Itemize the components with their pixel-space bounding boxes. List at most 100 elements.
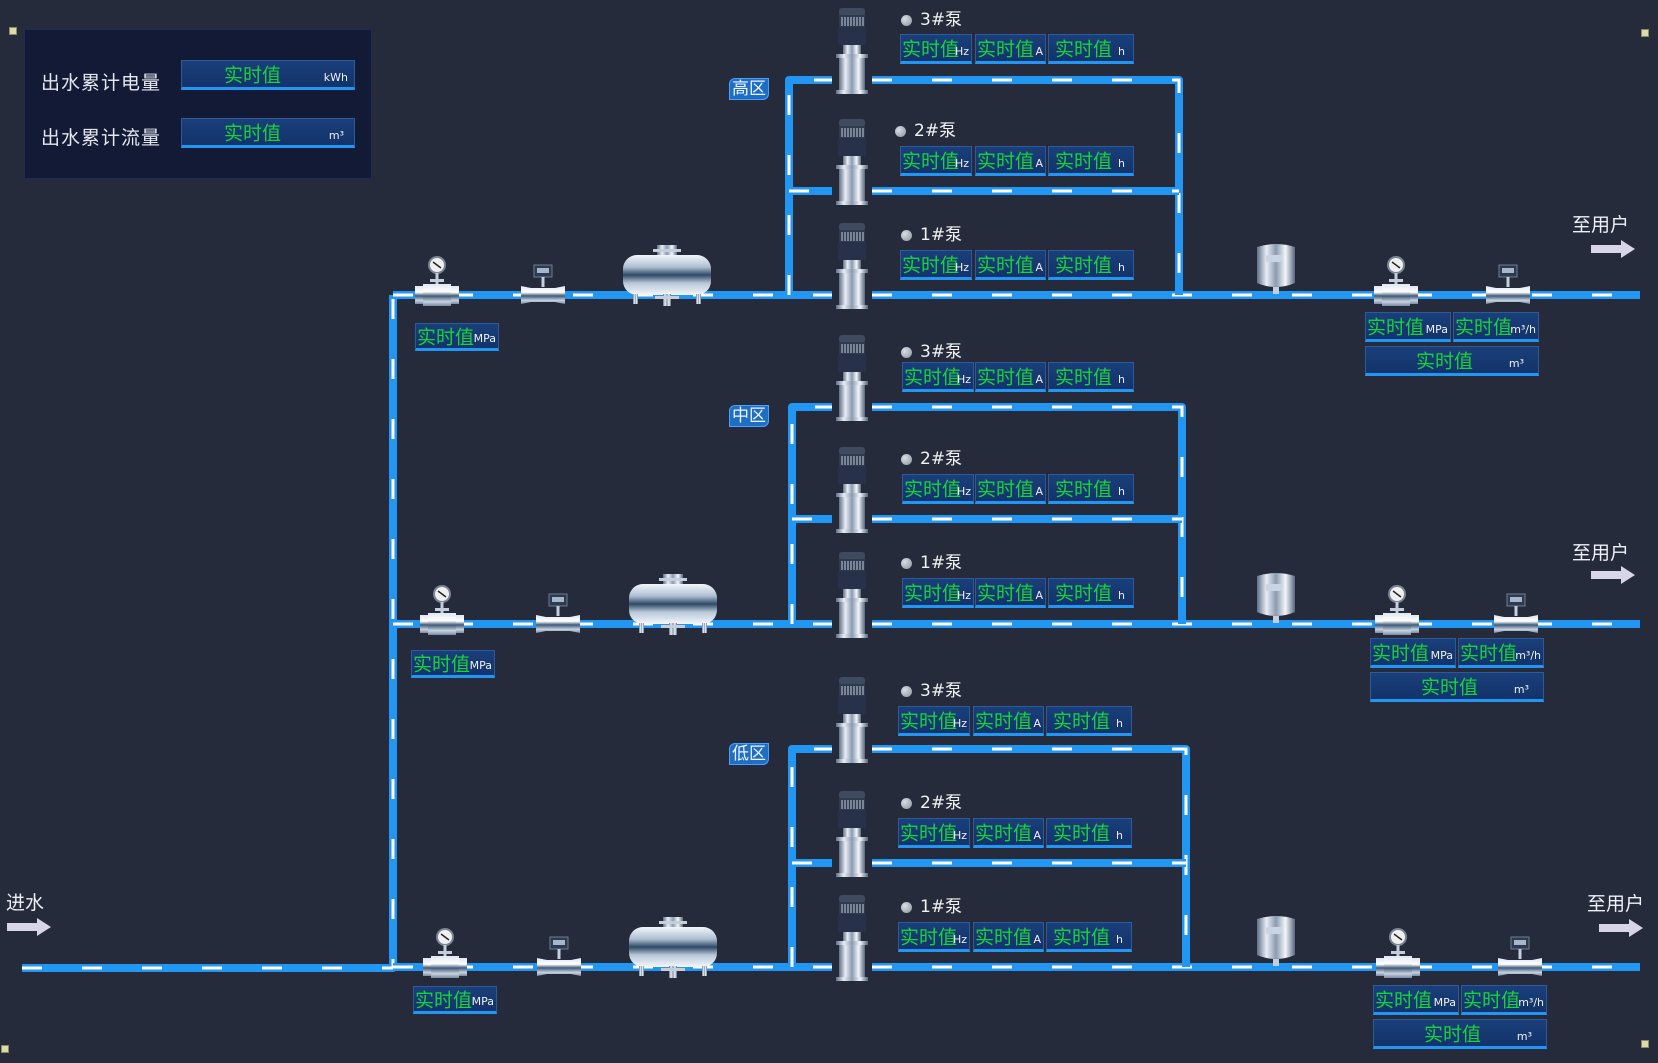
unit-text: MPa (1425, 323, 1448, 336)
unit-text: MPa (1430, 649, 1453, 662)
corner-handle[interactable] (1, 1045, 9, 1053)
value-text: 实时值 (1460, 642, 1518, 665)
unit-text: Hz (956, 373, 971, 386)
value-text: 实时值 (902, 150, 960, 173)
value-text: 实时值 (900, 710, 958, 733)
unit-text: Hz (954, 45, 969, 58)
value-text: 实时值 (224, 122, 282, 145)
outlet-flow-readout: 实时值 m³/h (1453, 312, 1539, 342)
value-text: 实时值 (975, 710, 1033, 733)
pump-frequency-readout: 实时值 Hz (898, 706, 970, 736)
zone-left-manifold (788, 745, 832, 967)
outlet-total-readout: 实时值 m³ (1373, 1019, 1547, 1049)
pump-status-indicator (895, 125, 906, 137)
inlet-pressure-readout: 实时值 MPa (413, 986, 497, 1014)
pump-2-icon (835, 790, 869, 878)
value-text: 实时值 (1055, 254, 1113, 277)
pump-frequency-readout: 实时值 Hz (898, 818, 970, 848)
value-text: 实时值 (1053, 926, 1111, 949)
outlet-flow-readout: 实时值 m³/h (1461, 985, 1547, 1015)
pump-label: 1#泵 (901, 892, 962, 917)
value-text: 实时值 (1424, 1023, 1482, 1046)
pressure-tank-icon (1257, 244, 1295, 294)
zone-right-manifold-flow (872, 405, 1184, 624)
value-text: 实时值 (904, 582, 962, 605)
outlet-arrow-icon (1591, 566, 1635, 584)
inlet-pressure-gauge-icon (422, 928, 468, 979)
pump-3-icon (835, 334, 869, 422)
value-text: 实时值 (1372, 642, 1430, 665)
value-text: 实时值 (1416, 350, 1474, 373)
value-text: 实时值 (1055, 150, 1113, 173)
outlet-pressure-readout: 实时值 MPa (1365, 312, 1451, 342)
summary-panel: 出水累计电量 实时值 kWh 出水累计流量 实时值 m³ (24, 29, 372, 179)
unit-text: MPa (1433, 996, 1456, 1009)
inlet-flow-meter-icon (535, 593, 581, 634)
pump-runtime-readout: 实时值 h (1048, 250, 1134, 280)
outlet-flow-readout: 实时值 m³/h (1458, 638, 1544, 668)
pump-current-readout: 实时值 A (975, 362, 1046, 392)
outlet-flow-meter-icon (1485, 264, 1531, 305)
pump-status-indicator (901, 229, 912, 241)
to-user-label: 至用户 (1572, 542, 1630, 564)
pump-status-indicator (901, 557, 912, 569)
inlet-pressure-readout: 实时值 MPa (411, 650, 495, 678)
pump-1-icon (835, 894, 869, 982)
unit-text: MPa (473, 332, 496, 345)
pump-current-readout: 实时值 A (975, 146, 1046, 176)
unit-text: A (1035, 589, 1043, 602)
unit-text: m³ (1508, 357, 1524, 370)
value-text: 实时值 (1463, 989, 1521, 1012)
pump-1-icon (835, 551, 869, 639)
value-text: 实时值 (977, 366, 1035, 389)
pump-runtime-readout: 实时值 h (1046, 922, 1132, 952)
corner-handle[interactable] (9, 27, 17, 35)
pump-label: 2#泵 (901, 444, 962, 469)
unit-text: h (1116, 717, 1123, 730)
pump-name: 1#泵 (920, 553, 963, 573)
outlet-pressure-readout: 实时值 MPa (1370, 638, 1456, 668)
outlet-total-readout: 实时值 m³ (1370, 672, 1544, 702)
value-text: 实时值 (1053, 822, 1111, 845)
unit-text: A (1033, 933, 1041, 946)
pump-current-readout: 实时值 A (975, 474, 1046, 504)
inlet-pressure-gauge-icon (419, 585, 465, 636)
pump-name: 3#泵 (920, 342, 963, 362)
corner-handle[interactable] (1641, 29, 1649, 37)
pump-label: 1#泵 (901, 220, 962, 245)
unit-text: Hz (952, 829, 967, 842)
value-text: 实时值 (977, 150, 1035, 173)
unit-text: m³ (1513, 683, 1529, 696)
pump-current-readout: 实时值 A (973, 818, 1044, 848)
pump-name: 3#泵 (920, 681, 963, 701)
inlet-arrow-icon (7, 918, 51, 936)
value-text: 实时值 (904, 366, 962, 389)
inlet-flow-meter-icon (536, 936, 582, 977)
value-text: 实时值 (417, 326, 475, 349)
inlet-pressure-gauge-icon (414, 256, 460, 307)
pump-3-icon (835, 7, 869, 95)
unit-text: Hz (952, 717, 967, 730)
pump-name: 3#泵 (920, 10, 963, 30)
pump-runtime-readout: 实时值 h (1048, 146, 1134, 176)
zone-tag: 高区 (729, 78, 769, 100)
pump-label: 3#泵 (901, 5, 962, 30)
unit-text: h (1116, 829, 1123, 842)
unit-text: MPa (471, 995, 494, 1008)
pump-status-indicator (901, 453, 912, 465)
pump-frequency-readout: 实时值 Hz (900, 146, 972, 176)
unit-text: A (1035, 485, 1043, 498)
pump-status-indicator (901, 685, 912, 697)
value-text: 实时值 (900, 822, 958, 845)
pump-status-indicator (901, 346, 912, 358)
pump-name: 2#泵 (920, 793, 963, 813)
pump-name: 1#泵 (920, 225, 963, 245)
unit-text: A (1035, 373, 1043, 386)
unit-text: h (1116, 933, 1123, 946)
pump-runtime-readout: 实时值 h (1048, 362, 1134, 392)
corner-handle[interactable] (1641, 1040, 1649, 1048)
outlet-total-readout: 实时值 m³ (1365, 346, 1539, 376)
unit-text: A (1035, 45, 1043, 58)
pump-runtime-readout: 实时值 h (1046, 818, 1132, 848)
outlet-pressure-gauge-icon (1373, 256, 1419, 307)
